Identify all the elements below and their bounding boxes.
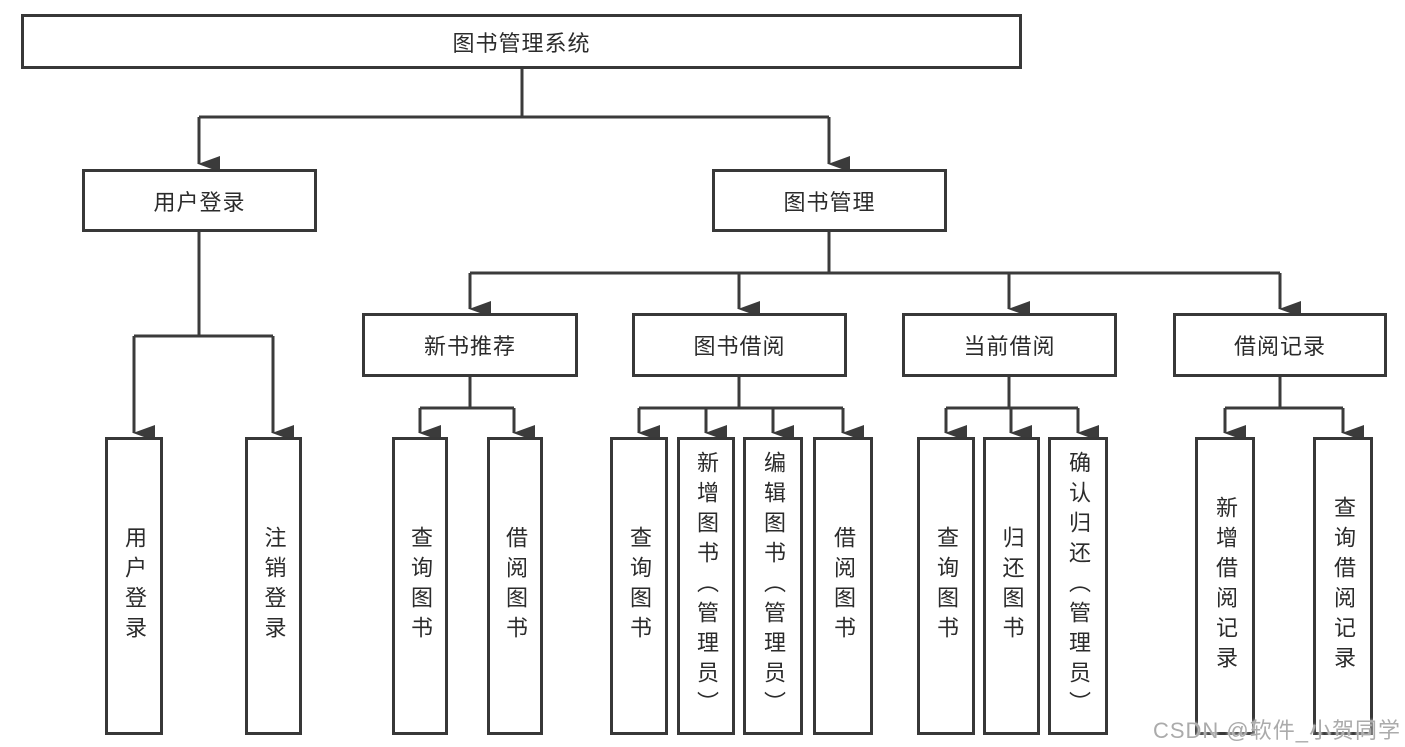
leaf-borrowing-query-books: 查询图书	[610, 437, 668, 735]
new-books-branch	[418, 377, 535, 441]
csdn-watermark: CSDN @软件_小贺同学	[1152, 718, 1401, 743]
leaf-borrowing-edit-books-admin: 编辑图书（管理员）	[743, 437, 803, 735]
book-mgmt-branch	[468, 232, 1301, 317]
current-borrow-branch	[944, 377, 1099, 441]
leaf-user-login: 用户登录	[105, 437, 163, 735]
root-branch	[197, 69, 850, 172]
borrow-records-branch	[1223, 377, 1364, 441]
book-borrow-branch	[637, 377, 864, 441]
leaf-borrowing-add-books-admin: 新增图书（管理员）	[677, 437, 735, 735]
node-book-management: 图书管理	[712, 169, 947, 232]
leaf-newbooks-borrow-books: 借阅图书	[487, 437, 543, 735]
leaf-logout: 注销登录	[245, 437, 302, 735]
leaf-current-confirm-return-admin: 确认归还（管理员）	[1048, 437, 1108, 735]
leaf-borrowing-borrow-books: 借阅图书	[813, 437, 873, 735]
leaf-records-add-borrow-record: 新增借阅记录	[1195, 437, 1255, 735]
node-book-borrowing: 图书借阅	[632, 313, 847, 377]
leaf-current-return-books: 归还图书	[983, 437, 1040, 735]
node-new-book-recommend: 新书推荐	[362, 313, 578, 377]
node-user-login: 用户登录	[82, 169, 317, 232]
node-current-borrowing: 当前借阅	[902, 313, 1117, 377]
leaf-records-query-borrow-record: 查询借阅记录	[1313, 437, 1373, 735]
user-login-branch	[132, 232, 294, 441]
node-borrow-records: 借阅记录	[1173, 313, 1387, 377]
leaf-current-query-books: 查询图书	[917, 437, 975, 735]
node-root-library-system: 图书管理系统	[21, 14, 1022, 69]
leaf-newbooks-query-books: 查询图书	[392, 437, 448, 735]
